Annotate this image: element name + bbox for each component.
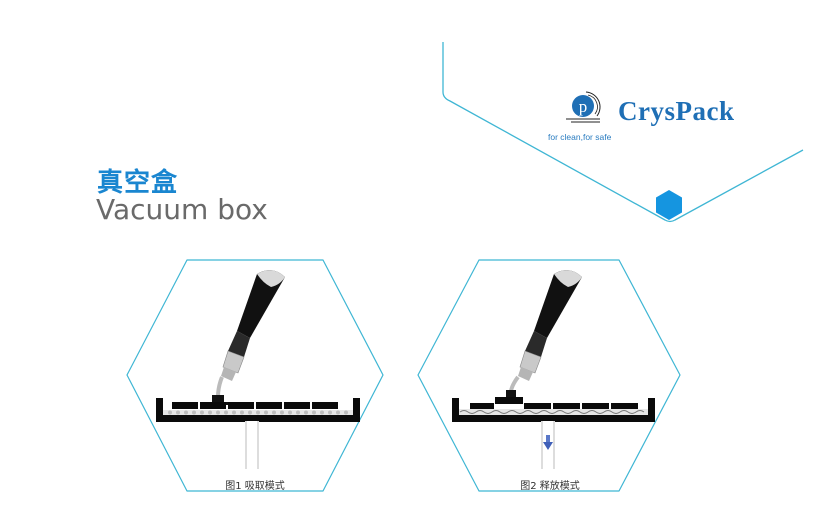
- logo-mark-icon: p: [566, 91, 601, 123]
- logo-name: CrysPack: [618, 96, 735, 126]
- cryspack-logo: p CrysPack for clean,for safe: [548, 90, 758, 146]
- hexagon-frame: [126, 259, 384, 492]
- vacuum-pen-icon: [495, 270, 582, 404]
- svg-text:p: p: [579, 97, 588, 116]
- logo-tagline: for clean,for safe: [548, 132, 612, 142]
- figure-1-caption: 图1 吸取模式: [225, 481, 285, 492]
- figure-release-mode: 图2 释放模式: [412, 255, 687, 500]
- tray-diagram: [156, 398, 360, 469]
- figure-2-caption: 图2 释放模式: [520, 481, 580, 492]
- page-title-chinese: 真空盒: [97, 168, 179, 198]
- vacuum-pen-icon: [207, 270, 285, 405]
- tray-diagram: [452, 398, 655, 469]
- page-title-english: Vacuum box: [96, 193, 268, 226]
- hexagon-frame: [417, 259, 681, 492]
- hexagon-icon: [656, 190, 682, 220]
- down-arrow-icon: [543, 435, 553, 450]
- figure-suction-mode: 图1 吸取模式: [120, 255, 390, 500]
- frame-line: [442, 42, 804, 223]
